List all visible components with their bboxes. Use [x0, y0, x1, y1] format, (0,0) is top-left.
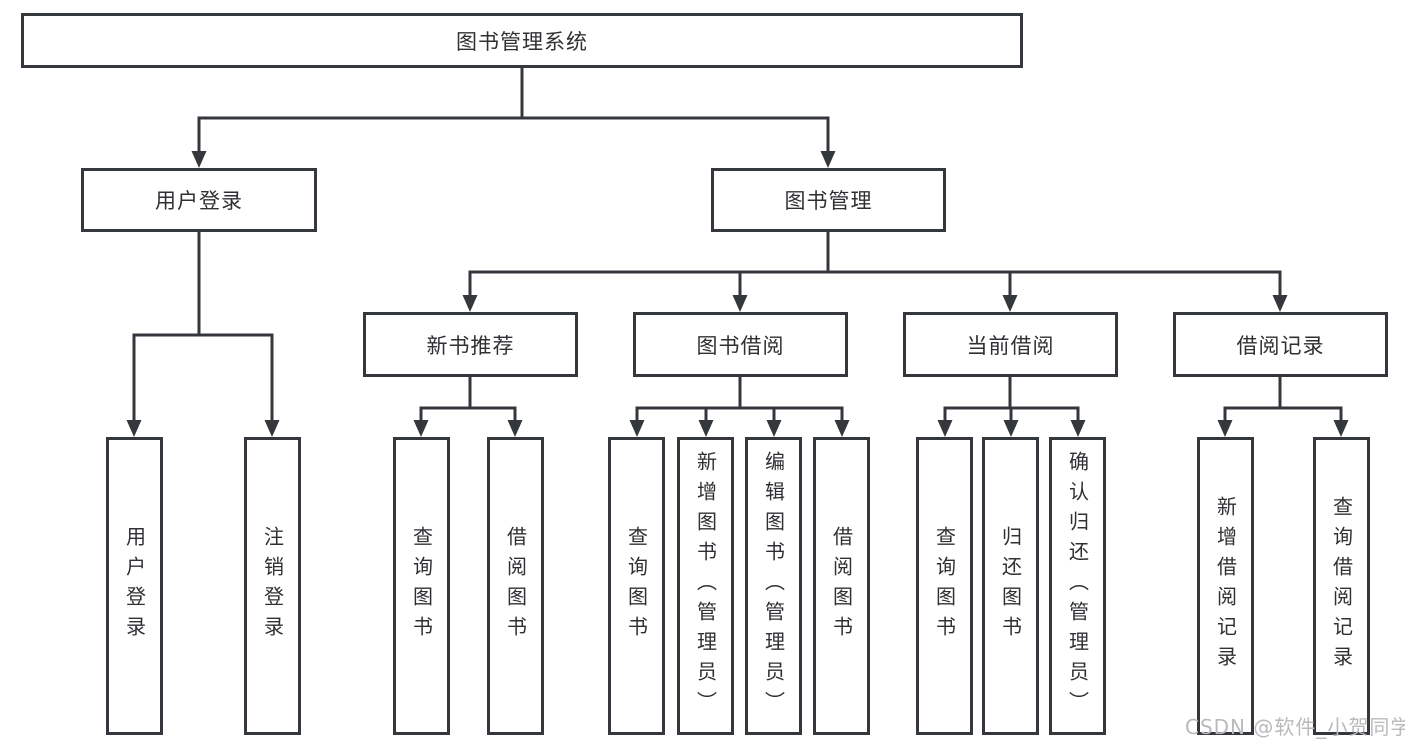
- leaf-edit-book-admin: 编辑图书（管理员）: [745, 437, 802, 735]
- leaf-query-borrow-record: 查询借阅记录: [1313, 437, 1370, 735]
- node-new-book-recommend: 新书推荐: [363, 312, 578, 377]
- leaf-query-books-recommend: 查询图书: [393, 437, 450, 735]
- leaf-query-books-current: 查询图书: [916, 437, 973, 735]
- leaf-query-books-borrow: 查询图书: [608, 437, 665, 735]
- leaf-add-borrow-record: 新增借阅记录: [1197, 437, 1254, 735]
- leaf-user-login: 用户登录: [106, 437, 163, 735]
- node-book-management: 图书管理: [711, 168, 946, 232]
- node-borrow-records: 借阅记录: [1173, 312, 1388, 377]
- leaf-return-books: 归还图书: [982, 437, 1039, 735]
- leaf-logout: 注销登录: [244, 437, 301, 735]
- watermark: CSDN @软件_小贺同学: [1185, 715, 1405, 739]
- leaf-borrow-books: 借阅图书: [813, 437, 870, 735]
- leaf-confirm-return-admin: 确认归还（管理员）: [1049, 437, 1106, 735]
- node-library-management-system: 图书管理系统: [21, 13, 1023, 68]
- leaf-borrow-books-recommend: 借阅图书: [487, 437, 544, 735]
- leaf-add-book-admin: 新增图书（管理员）: [677, 437, 734, 735]
- node-user-login: 用户登录: [81, 168, 317, 232]
- node-book-borrow: 图书借阅: [633, 312, 848, 377]
- node-current-borrow: 当前借阅: [903, 312, 1118, 377]
